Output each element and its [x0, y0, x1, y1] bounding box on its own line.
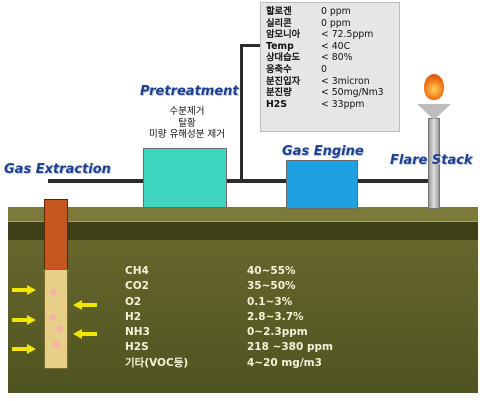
spec-row: Temp< 40C — [266, 40, 351, 52]
well-casing — [44, 199, 68, 271]
composition-row: 기타(VOC등)4~20 mg/m3 — [125, 356, 322, 369]
flare-funnel — [417, 104, 451, 120]
spec-row: 분진입자< 3micron — [266, 75, 370, 87]
gas-extraction-label: Gas Extraction — [4, 162, 111, 177]
flare-stack-label: Flare Stack — [390, 153, 473, 168]
pretreatment-label: Pretreatment — [140, 84, 239, 99]
spec-row: 암모니아< 72.5ppm — [266, 29, 374, 41]
spec-row: 상대습도< 80% — [266, 52, 353, 64]
inflow-arrow-icon — [12, 285, 36, 295]
well-screen — [44, 269, 68, 369]
inflow-arrow-icon — [73, 300, 97, 310]
cover-layer — [8, 222, 478, 240]
spec-row: H2S< 33ppm — [266, 98, 365, 110]
gas-bubble — [53, 341, 60, 348]
main-gas-pipe — [48, 179, 435, 183]
inflow-arrow-icon — [73, 329, 97, 339]
gas-bubble — [49, 314, 56, 321]
gas-engine-label: Gas Engine — [282, 144, 364, 159]
pretreatment-unit — [143, 148, 227, 208]
spec-row: 분진량< 50mg/Nm3 — [266, 87, 384, 99]
inflow-arrow-icon — [12, 344, 36, 354]
pipe-to-spec-riser — [240, 44, 243, 181]
note-trace-removal: 미량 유해성분 제거 — [149, 129, 225, 140]
gas-bubble — [56, 325, 63, 332]
inflow-arrow-icon — [12, 315, 36, 325]
note-desulfurization: 탈황 — [178, 117, 196, 129]
gas-engine-unit — [286, 160, 358, 209]
ground-surface — [8, 207, 478, 222]
flame-icon — [424, 74, 444, 100]
note-dehydration: 수분제거 — [169, 106, 205, 117]
pretreatment-notes: 수분제거 탈황 미량 유해성분 제거 — [132, 106, 242, 141]
gas-bubble — [50, 289, 57, 296]
pipe-to-spec-top — [240, 44, 262, 47]
